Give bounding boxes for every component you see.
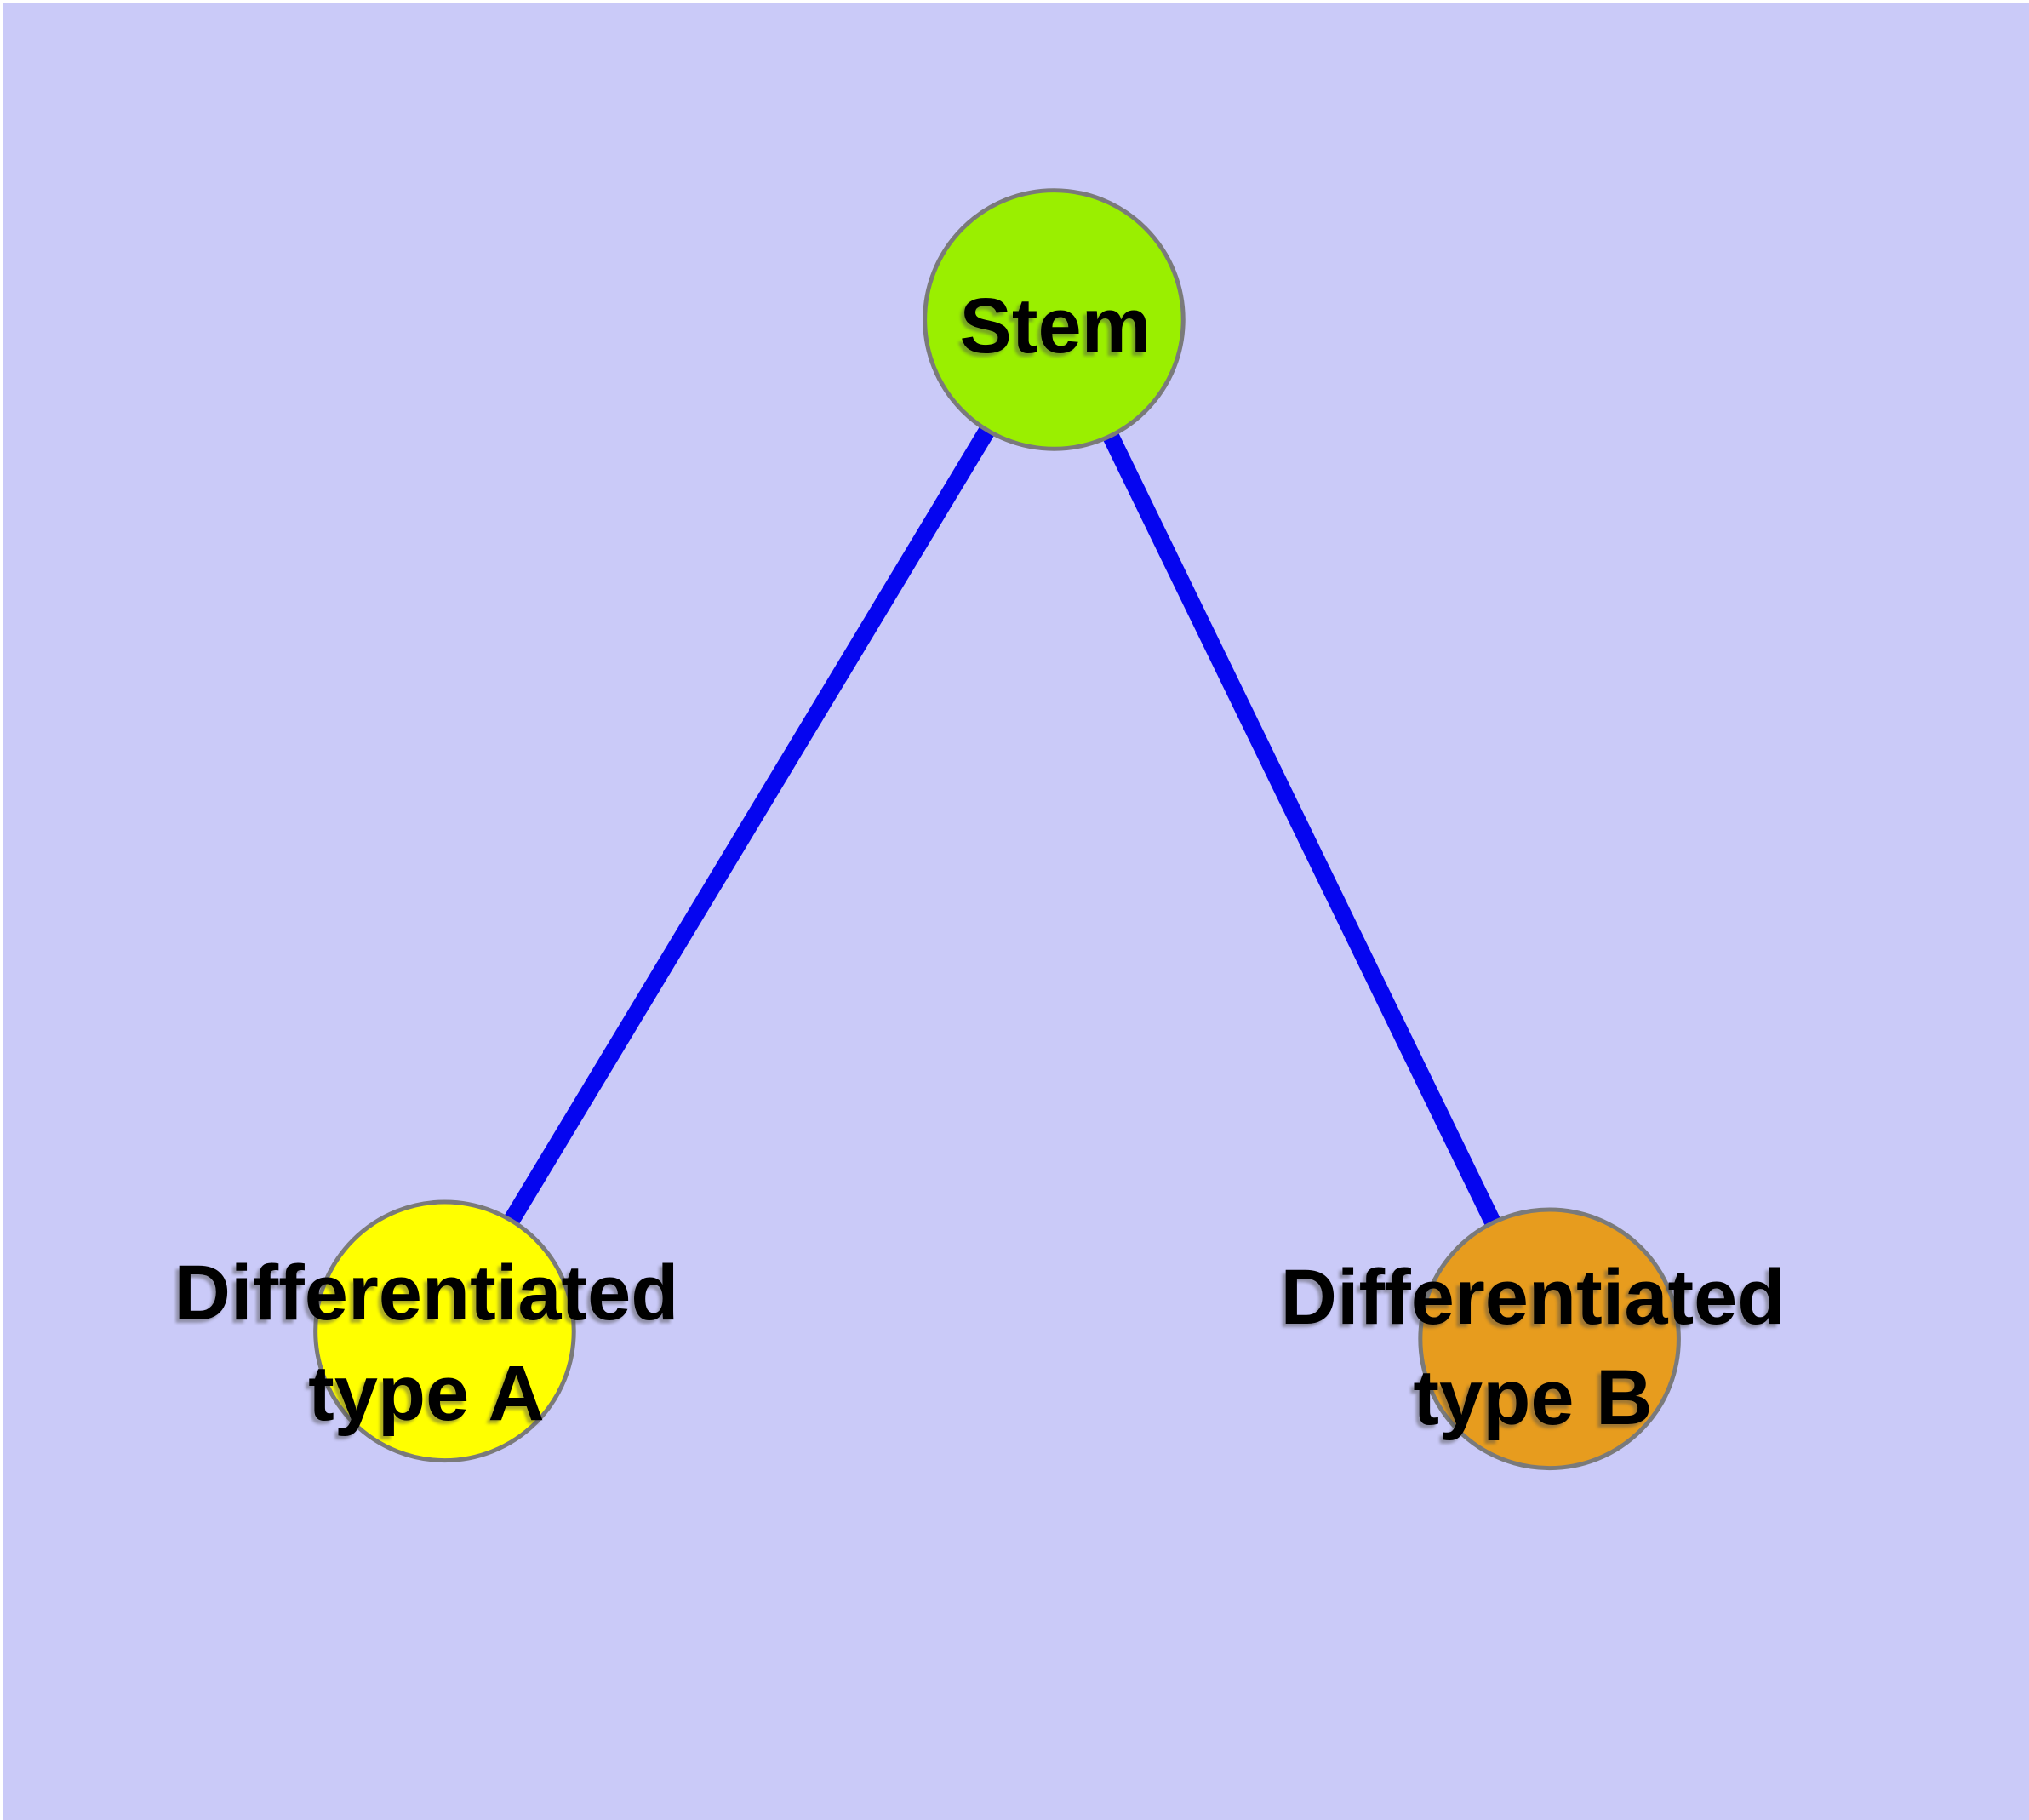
node-circle-differentiated-type-a [313,1199,576,1463]
graph-svg [313,188,1681,1471]
edge-line-stem-differentiated-type-a [437,315,1061,1336]
node-circle-stem [923,188,1186,451]
node-circle-differentiated-type-b [1418,1207,1681,1471]
edge-line-stem-differentiated-type-b [1046,316,1557,1343]
